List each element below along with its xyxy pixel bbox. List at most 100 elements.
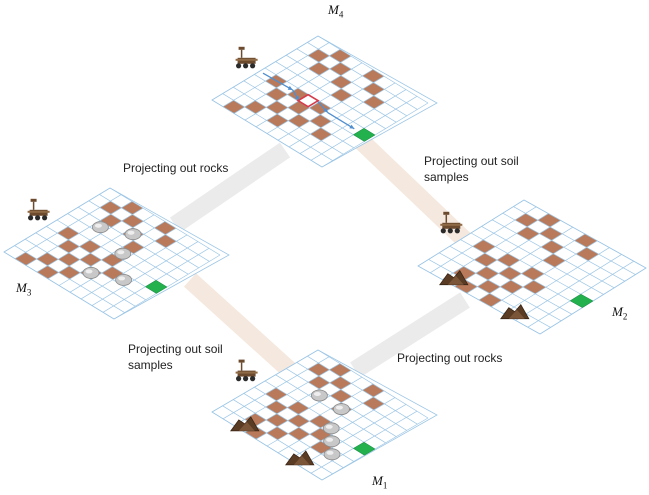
- grid-line: [491, 240, 598, 308]
- soil-sample-icon: [230, 416, 260, 432]
- rover-wheel: [236, 63, 242, 69]
- model-subscript: 2: [622, 311, 628, 322]
- path-arrow-icon: [262, 72, 293, 91]
- rock-highlight: [117, 250, 125, 255]
- grid-m4: [211, 35, 438, 168]
- rover-deck: [440, 223, 463, 226]
- rock-highlight: [313, 392, 321, 396]
- grid-m3: [3, 187, 230, 320]
- grids: [3, 35, 647, 481]
- grid-line: [99, 194, 210, 262]
- grid-line: [109, 187, 221, 256]
- rover-wheel: [27, 215, 34, 221]
- grid-line: [288, 82, 396, 148]
- rover-wheel: [243, 376, 249, 382]
- arrow-head: [294, 95, 300, 101]
- arrow-head: [323, 107, 328, 113]
- grid-line: [88, 200, 199, 269]
- rock-icon: [322, 422, 340, 435]
- rock-icon: [92, 221, 109, 234]
- model-letter: M: [328, 2, 339, 17]
- grid-line: [275, 374, 386, 444]
- rock-highlight: [85, 269, 93, 274]
- rock-highlight: [127, 230, 135, 235]
- goal-tile: [144, 280, 168, 294]
- soil-sample-icon: [439, 270, 469, 286]
- sample-pile-top: [293, 455, 310, 465]
- arrow-head: [287, 85, 293, 90]
- grid-line: [91, 241, 199, 306]
- connector-m3-m4: [169, 142, 291, 233]
- grid-line: [288, 397, 396, 460]
- rock-highlight: [325, 424, 333, 429]
- rover-wheel: [42, 215, 48, 221]
- model-subscript: 3: [26, 287, 32, 298]
- model-label-m2: M2: [612, 304, 627, 322]
- edge-label-m4-m2: Projecting out soil samples: [424, 153, 519, 185]
- rock-highlight: [118, 276, 126, 281]
- sample-pile-top: [447, 275, 464, 285]
- rock-icon: [115, 273, 132, 286]
- edge-label-m3-m4: Projecting out rocks: [123, 161, 229, 175]
- connector-m4-m2: [353, 133, 477, 252]
- grid-line: [80, 234, 188, 300]
- rover-deck: [235, 58, 258, 61]
- grid-line: [296, 48, 407, 117]
- rover-wheel: [250, 63, 256, 69]
- model-subscript: 1: [382, 480, 388, 491]
- edge-label-m3-m1-line2: samples: [128, 358, 173, 372]
- sample-pile-top: [508, 309, 525, 319]
- rover-icon: [235, 46, 258, 69]
- model-subscript: 4: [338, 9, 344, 20]
- rock-icon: [323, 448, 341, 461]
- path-m4: [262, 72, 355, 130]
- model-label-m4: M4: [328, 2, 343, 20]
- rover-wheel: [243, 63, 249, 69]
- rock-icon: [114, 247, 132, 260]
- rover-wheel: [440, 228, 446, 234]
- sample-pile-top: [238, 421, 255, 431]
- grid-line: [299, 404, 407, 467]
- model-letter: M: [612, 304, 623, 319]
- rover-deck: [27, 210, 50, 213]
- grid-line: [502, 212, 625, 282]
- edge-label-m3-m1-line1: Projecting out soil: [128, 342, 223, 356]
- grid-line: [307, 355, 418, 425]
- rover-wheel: [236, 376, 242, 382]
- soil-sample-icon: [285, 450, 315, 466]
- grid-line: [317, 35, 429, 104]
- rover-icon: [27, 198, 50, 221]
- grid-line: [478, 233, 586, 301]
- grid-line: [492, 219, 615, 289]
- rock-highlight: [326, 450, 334, 455]
- model-letter: M: [16, 280, 27, 295]
- edge-label-m3-m1: Projecting out soil samples: [128, 341, 223, 373]
- grid-line: [286, 368, 397, 437]
- grid-line: [275, 61, 386, 129]
- rock-icon: [332, 403, 350, 416]
- path-arrow-icon: [327, 112, 355, 130]
- grid-line: [513, 206, 636, 275]
- rover-camera: [443, 211, 450, 215]
- goal-tile: [352, 441, 376, 456]
- grid-line: [69, 227, 177, 293]
- edge-label-m4-m2-line1: Projecting out soil: [424, 154, 519, 168]
- grid-m1: [211, 349, 438, 481]
- grid-line: [481, 226, 604, 295]
- model-letter: M: [372, 473, 383, 488]
- rock-icon: [323, 435, 341, 448]
- grid-line: [266, 383, 374, 447]
- edge-label-m4-m2-line2: samples: [424, 170, 469, 184]
- grid-line: [266, 69, 374, 134]
- rover-wheel: [250, 376, 256, 382]
- grid-line: [299, 89, 407, 154]
- rock-highlight: [335, 405, 343, 410]
- rock-icon: [310, 389, 328, 402]
- grid-line: [67, 213, 178, 281]
- edge-label-m1-m2: Projecting out rocks: [397, 351, 503, 365]
- grid-line: [523, 199, 647, 269]
- rover-icon: [440, 211, 463, 234]
- rover-deck: [235, 371, 258, 374]
- grid-line: [286, 54, 397, 123]
